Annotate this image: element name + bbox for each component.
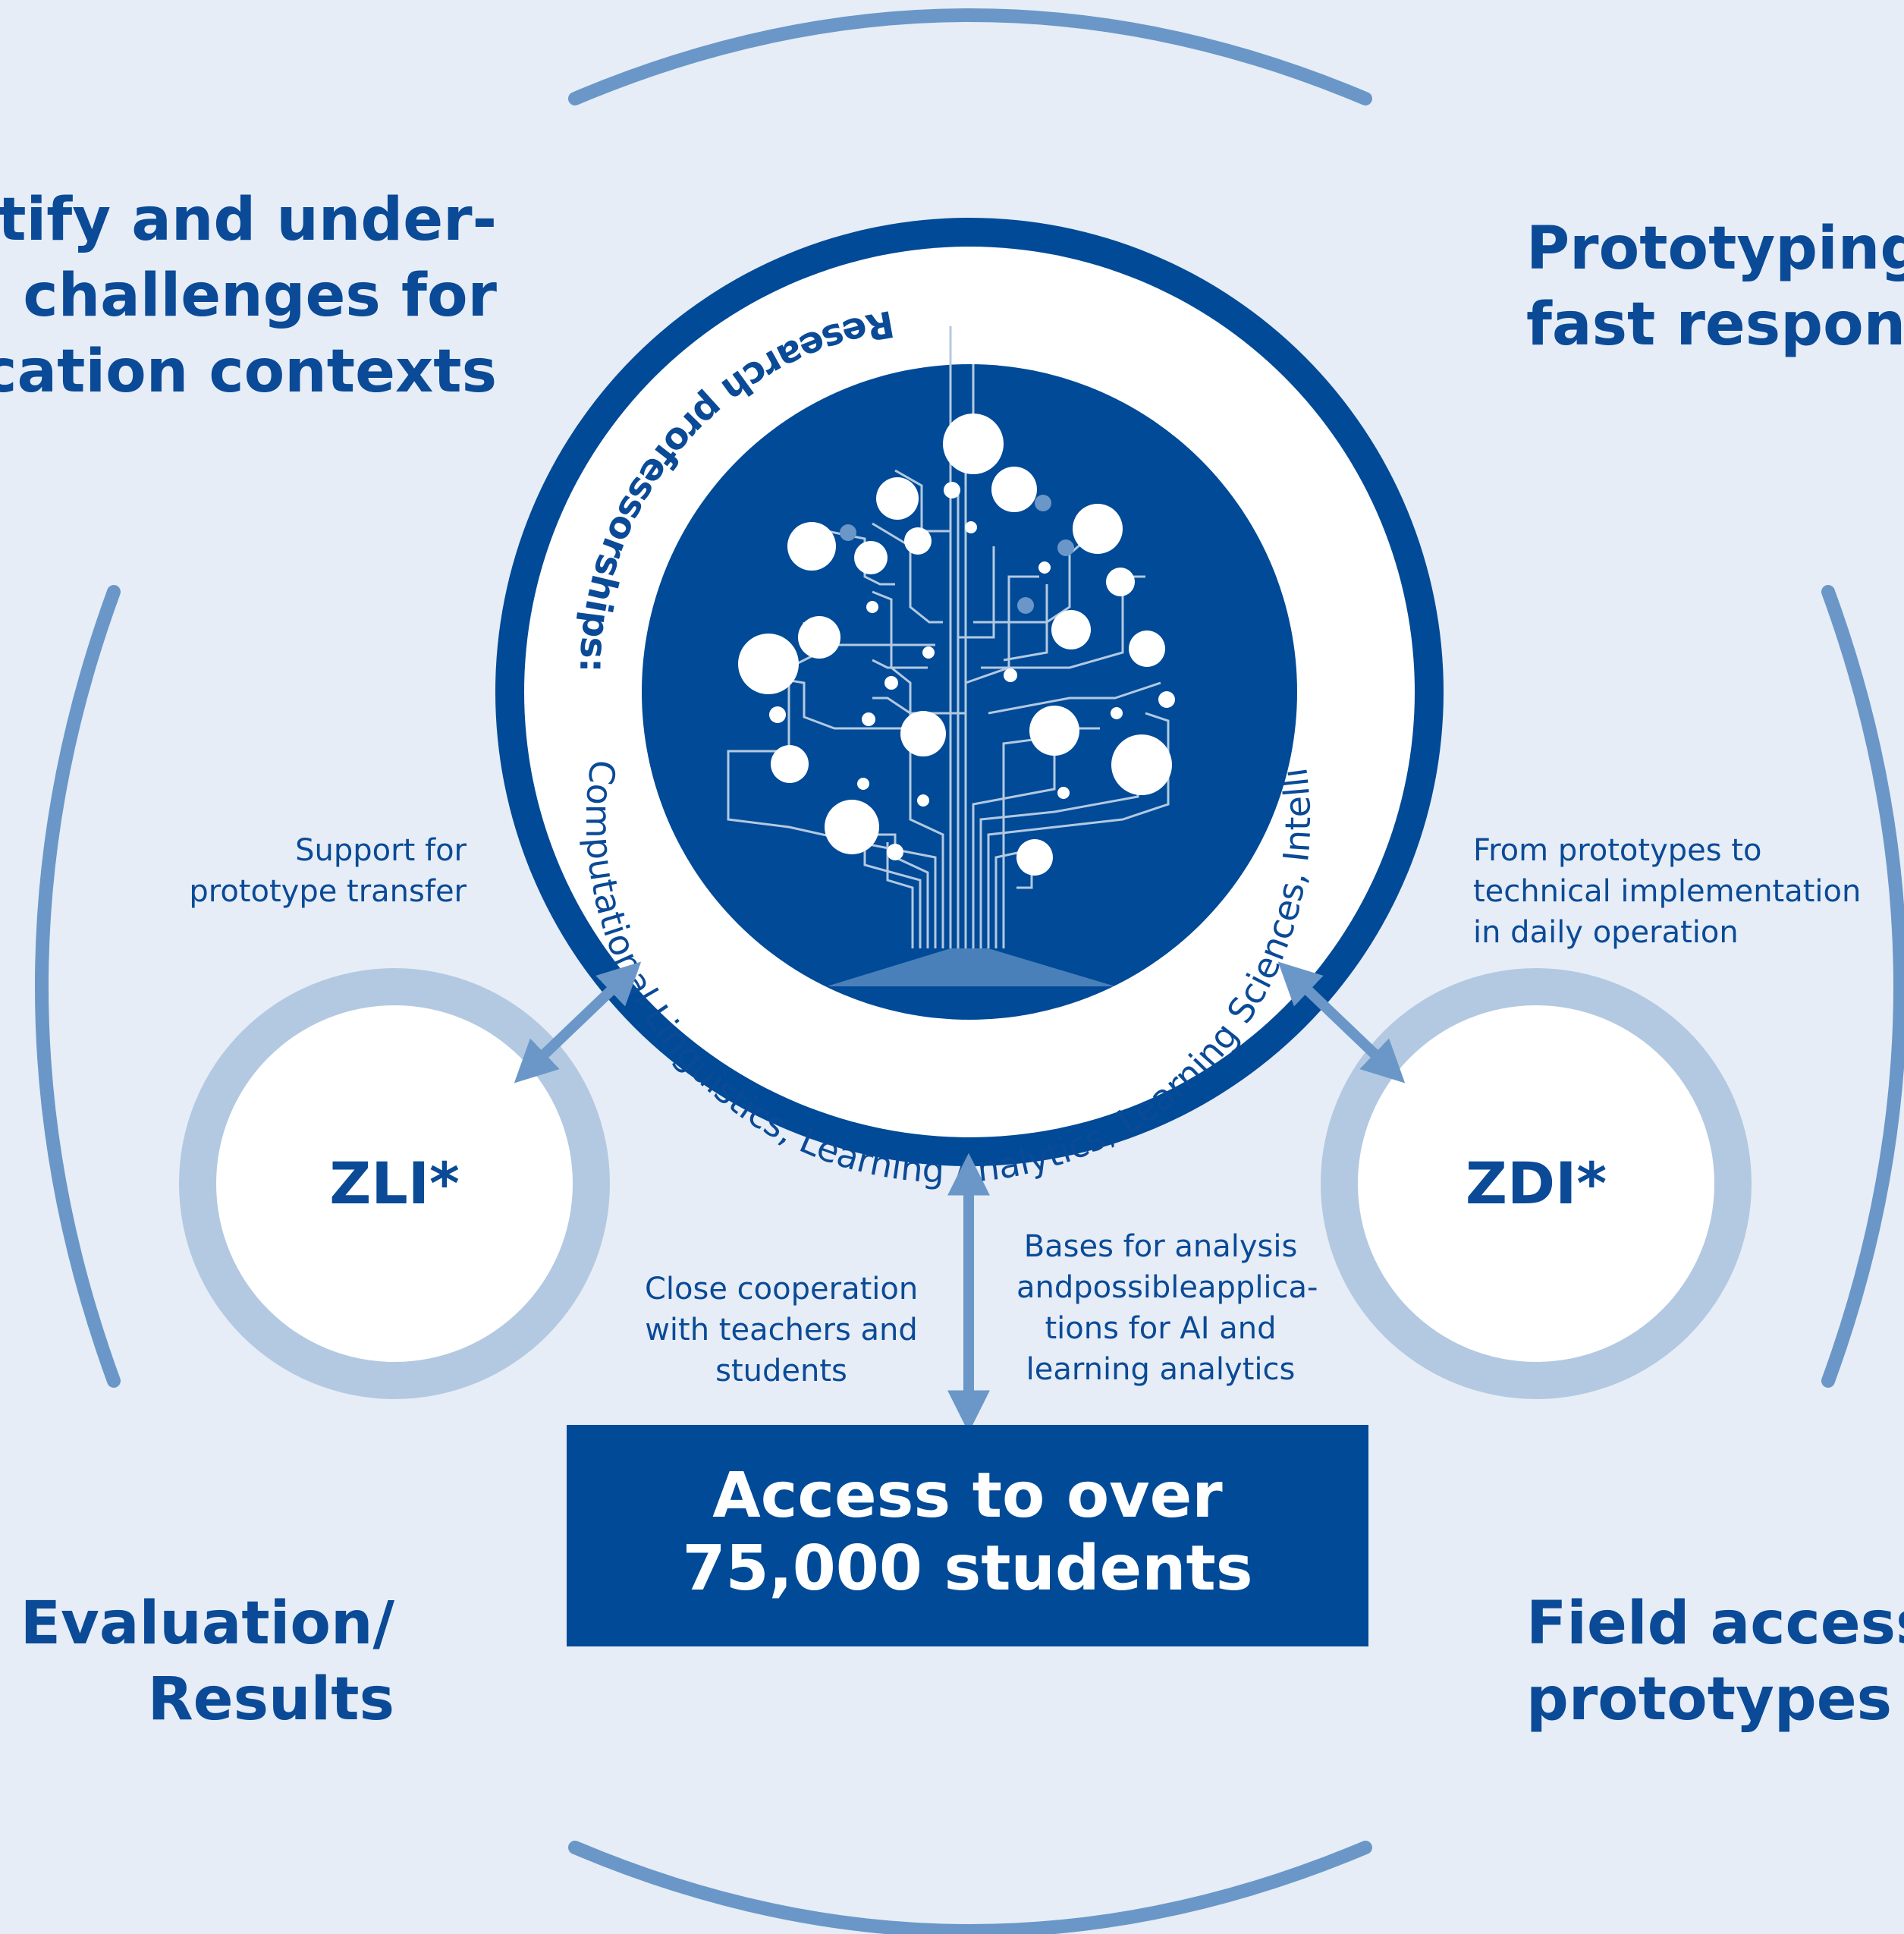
hub-right-circle	[1321, 968, 1752, 1399]
link-bottom-left-line-2: with teachers and	[645, 1313, 918, 1348]
research-circle	[495, 218, 1444, 1166]
phase-evaluation-label: Evaluation/ Results	[20, 1586, 394, 1737]
access-box: Access to over 75,000 students	[567, 1425, 1368, 1646]
cycle-arc-right	[1821, 585, 1904, 1388]
phase-identify-line-2: stand challenges for	[0, 262, 497, 330]
link-bottom-left-label: Close cooperation with teachers and stud…	[645, 1269, 918, 1392]
hub-left-label: ZLI*	[329, 1149, 460, 1217]
link-left-label: Support for prototype transfer	[189, 830, 467, 912]
phase-evaluation-line-1: Evaluation/	[20, 1590, 394, 1658]
link-left-line-2: prototype transfer	[189, 874, 467, 909]
phase-prototyping-label: Prototyping/ fast response	[1526, 211, 1904, 363]
phase-identify-line-1: Identify and under-	[0, 186, 497, 254]
phase-field-access-line-2: prototypes	[1526, 1665, 1893, 1734]
cycle-arc-bottom	[568, 1841, 1372, 1934]
phase-identify-line-3: application contexts	[0, 338, 497, 406]
connection-arrows	[514, 961, 1406, 1433]
link-right-line-2: technical implementation	[1473, 874, 1862, 909]
link-bottom-right-label: Bases for analysis andpossibleapplica- t…	[1016, 1226, 1318, 1390]
hub-left-circle	[179, 968, 610, 1399]
arrow-ring-to-zdi	[1277, 961, 1406, 1083]
phase-field-access-line-1: Field access	[1526, 1590, 1904, 1658]
link-bottom-right-line-3: tions for AI and	[1045, 1311, 1277, 1346]
link-bottom-right-line-1: Bases for analysis	[1023, 1229, 1298, 1264]
link-bottom-left-line-1: Close cooperation	[645, 1272, 919, 1307]
access-box-line-2: 75,000 students	[682, 1533, 1253, 1605]
cycle-arcs	[35, 8, 1904, 1934]
arrow-ring-to-zli	[514, 961, 642, 1083]
link-bottom-right-line-4: learning analytics	[1026, 1352, 1296, 1387]
link-right-label: From prototypes to technical implementat…	[1473, 830, 1861, 953]
phase-evaluation-line-2: Results	[147, 1665, 394, 1734]
circuit-tree-icon	[727, 326, 1175, 986]
cycle-arc-left	[35, 585, 121, 1388]
link-bottom-right-line-2: andpossibleapplica-	[1016, 1270, 1318, 1305]
link-right-line-3: in daily operation	[1473, 915, 1739, 950]
access-box-line-1: Access to over	[712, 1460, 1223, 1532]
phase-field-access-label: Field access prototypes	[1526, 1586, 1904, 1737]
link-bottom-left-line-3: students	[715, 1354, 847, 1388]
link-left-line-1: Support for	[295, 833, 467, 868]
phase-prototyping-line-1: Prototyping/	[1526, 215, 1904, 283]
phase-identify-label: Identify and under- stand challenges for…	[0, 182, 497, 410]
phase-prototyping-line-2: fast response	[1526, 291, 1904, 359]
link-right-line-1: From prototypes to	[1473, 833, 1762, 868]
cycle-arc-top	[568, 8, 1372, 105]
hub-right-label: ZDI*	[1465, 1149, 1607, 1217]
